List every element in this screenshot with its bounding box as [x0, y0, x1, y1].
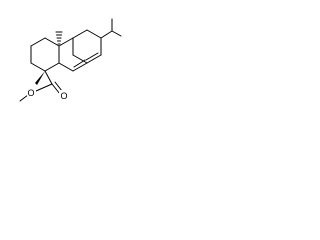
bond-c1-cq [30, 62, 46, 72]
bond-c3-c2 [30, 37, 46, 47]
bond-c8a-c4b [58, 37, 74, 47]
bond-carbonyl-o-single [35, 83, 53, 92]
bond-c12-c13 [72, 54, 88, 64]
bond-ipr-me1 [111, 30, 122, 37]
bond-c9-c10 [86, 29, 102, 39]
ester-oxygen-mask [27, 87, 36, 98]
bond-c4b-c3 [44, 37, 60, 47]
bond-o-methyl [19, 94, 29, 102]
bond-carbonyl-o-double-a [51, 83, 61, 95]
bond-c5-c6-double-a [72, 62, 88, 72]
bond-cq-carbonyl [44, 70, 53, 85]
bond-c4a-c5 [58, 62, 74, 72]
bond-c5-c6-double-b [73, 59, 86, 68]
bond-c11-c12-double-b [85, 52, 99, 61]
carbonyl-oxygen-label: O [60, 91, 67, 101]
bond-carbonyl-o-double-b [54, 81, 63, 92]
c4-methyl-wedge [35, 71, 45, 85]
structural-formula-diagram: O O [19, 18, 122, 102]
bond-c10-ipr [100, 30, 113, 39]
bond-c8a-c9 [72, 29, 88, 39]
ester-oxygen-label: O [27, 88, 34, 98]
carbonyl-oxygen-mask [59, 90, 68, 101]
bond-c11-c12-double-a [86, 54, 102, 64]
bond-cq-c4a [44, 62, 60, 72]
